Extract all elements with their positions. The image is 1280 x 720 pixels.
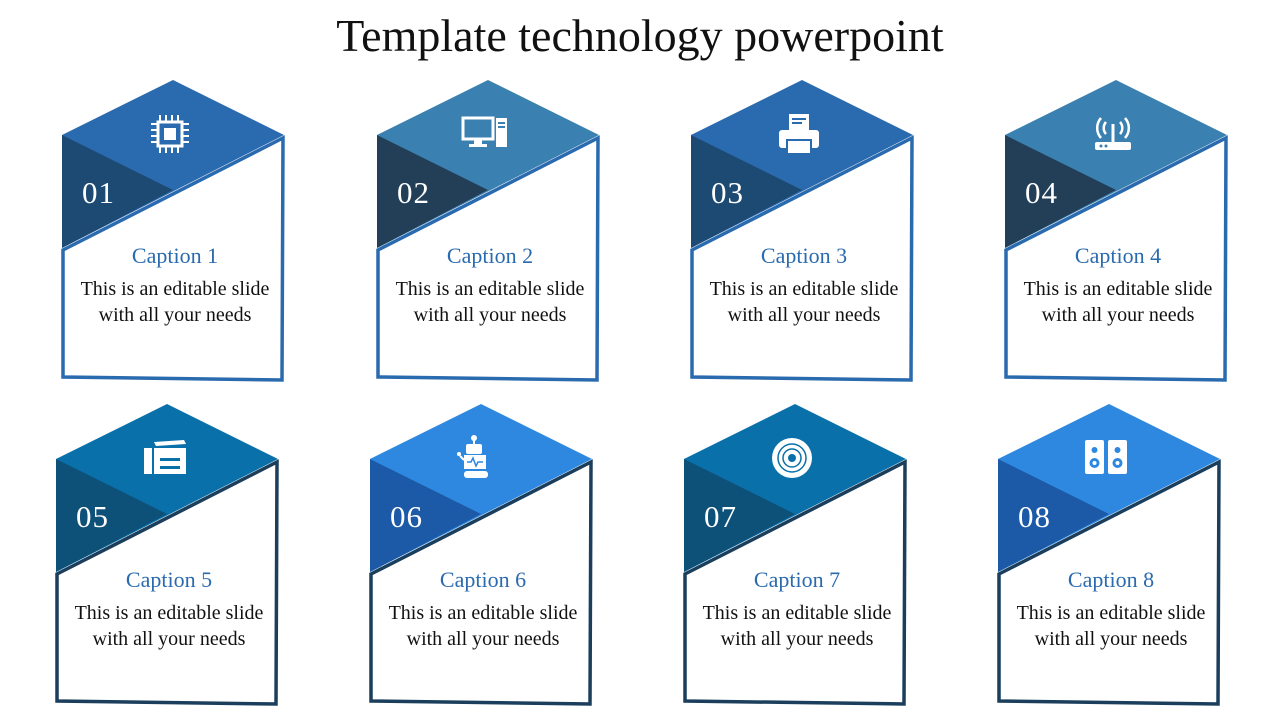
cpu-chip-icon: [151, 115, 189, 153]
card-caption: Caption 6: [439, 567, 527, 592]
card-body-text: This is an editable slide with all your …: [74, 602, 264, 650]
caption-card-6: 06 Caption 6 This is an editable slide w…: [368, 404, 598, 709]
card-number: 07: [704, 499, 737, 534]
slide-title: Template technology powerpoint: [336, 10, 944, 61]
card-body-text: This is an editable slide with all your …: [1016, 602, 1206, 650]
robot-icon: [457, 435, 488, 478]
caption-card-3: 03 Caption 3 This is an editable slide w…: [689, 80, 919, 385]
card-number: 05: [76, 499, 109, 534]
card-caption: Caption 1: [131, 243, 219, 268]
card-caption: Caption 4: [1074, 243, 1162, 268]
card-caption: Caption 5: [125, 567, 213, 592]
card-shape: [690, 80, 914, 382]
caption-card-8: 08 Caption 8 This is an editable slide w…: [996, 404, 1226, 709]
card-caption: Caption 7: [753, 567, 841, 592]
card-caption: Caption 2: [446, 243, 534, 268]
card-shape: [683, 404, 907, 706]
card-number: 01: [82, 175, 115, 210]
card-body-text: This is an editable slide with all your …: [702, 602, 892, 650]
card-body-text: This is an editable slide with all your …: [80, 278, 270, 326]
card-shape: [1004, 80, 1228, 382]
card-caption: Caption 8: [1067, 567, 1155, 592]
card-body-text: This is an editable slide with all your …: [395, 278, 585, 326]
card-shape: [369, 404, 593, 706]
card-shape: [61, 80, 285, 382]
caption-card-2: 02 Caption 2 This is an editable slide w…: [375, 80, 605, 385]
card-caption: Caption 3: [760, 243, 848, 268]
speakers-icon: [1085, 440, 1127, 474]
caption-card-4: 04 Caption 4 This is an editable slide w…: [1003, 80, 1233, 385]
card-body-text: This is an editable slide with all your …: [388, 602, 578, 650]
card-body-text: This is an editable slide with all your …: [709, 278, 899, 326]
card-shape: [376, 80, 600, 382]
card-body-text: This is an editable slide with all your …: [1023, 278, 1213, 326]
wifi-router-icon: [1095, 117, 1131, 150]
printer-icon: [779, 114, 819, 155]
desktop-computer-icon: [461, 116, 507, 147]
card-number: 04: [1025, 175, 1058, 210]
caption-card-5: 05 Caption 5 This is an editable slide w…: [54, 404, 284, 709]
card-number: 02: [397, 175, 430, 210]
card-number: 08: [1018, 499, 1051, 534]
card-number: 06: [390, 499, 423, 534]
card-shape: [55, 404, 279, 706]
caption-card-7: 07 Caption 7 This is an editable slide w…: [682, 404, 912, 709]
card-shape: [997, 404, 1221, 706]
copier-machine-icon: [144, 440, 186, 474]
caption-card-1: 01 Caption 1 This is an editable slide w…: [60, 80, 290, 385]
disc-icon: [772, 438, 812, 478]
card-number: 03: [711, 175, 744, 210]
